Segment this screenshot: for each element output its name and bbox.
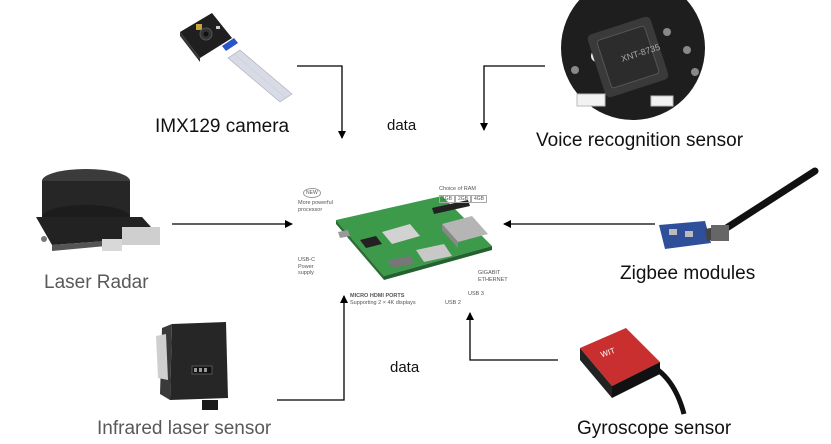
data-label-bottom: data: [390, 359, 420, 376]
label-camera: IMX129 camera: [155, 116, 290, 137]
usbc-note: USB-C Power supply: [298, 257, 316, 277]
infrared-sensor-image: [156, 322, 228, 410]
arrow-infrared: [277, 295, 348, 401]
hdmi-title: MICRO HDMI PORTS: [350, 293, 405, 299]
arrow-camera: [297, 65, 346, 139]
arrow-gyroscope: [466, 312, 558, 361]
data-label-top: data: [387, 117, 417, 134]
hdmi-note: Supporting 2 × 4K displays: [350, 300, 416, 306]
zigbee-image: [659, 167, 819, 249]
label-voice: Voice recognition sensor: [536, 130, 744, 151]
gyroscope-image: WIT: [580, 328, 687, 415]
cpu-note: More powerful processor: [298, 200, 333, 213]
raspberry-pi-image: [336, 196, 492, 280]
label-infrared: Infrared laser sensor: [97, 418, 272, 439]
label-zigbee: Zigbee modules: [620, 263, 756, 284]
usb3-label: USB 3: [468, 291, 484, 297]
ram-option-4gb: 4GB: [471, 195, 488, 203]
laser-radar-image: [36, 169, 160, 251]
ram-title: Choice of RAM: [439, 186, 476, 192]
arrow-voice: [480, 65, 545, 131]
label-gyroscope: Gyroscope sensor: [577, 418, 732, 439]
voice-sensor-image: XNT-8735: [561, 0, 705, 120]
camera-image: [180, 13, 293, 103]
ram-option-2gb: 2GB: [455, 195, 472, 203]
new-badge: NEW: [303, 188, 321, 198]
ethernet-label: GIGABIT ETHERNET: [478, 270, 508, 283]
label-laser-radar: Laser Radar: [44, 272, 149, 293]
ram-option-1gb: 1GB: [439, 195, 456, 203]
usb2-label: USB 2: [445, 300, 461, 306]
